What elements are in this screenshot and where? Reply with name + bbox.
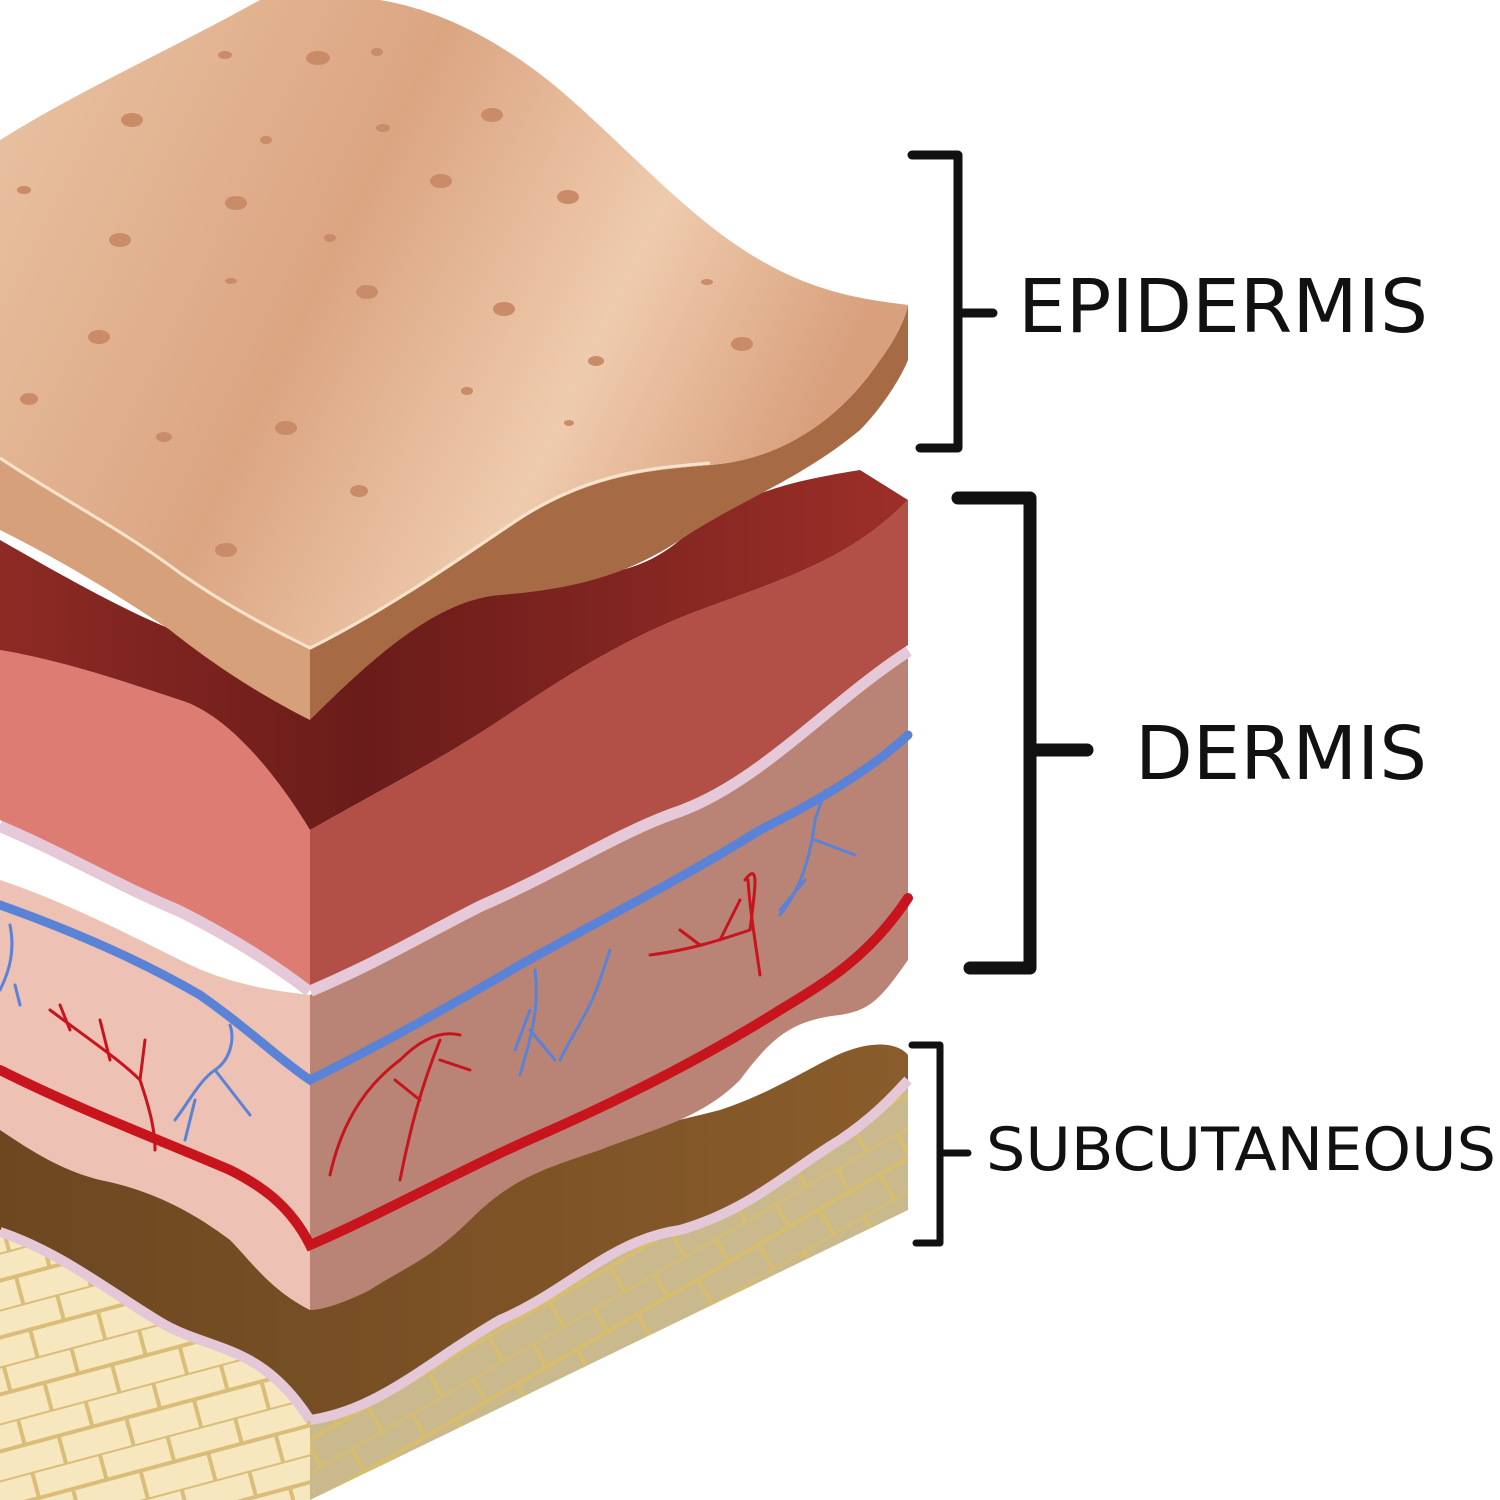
dermis-membrane-front [0,818,315,996]
dermis-top-surface [0,470,908,830]
epidermis-side [310,305,908,720]
dermis-lower-front [0,880,310,1310]
dermis-upper-side [310,500,908,985]
epidermis-front [0,460,310,720]
capillaries-blue [0,788,857,1142]
vein [0,730,913,1086]
epidermis-top-surface [0,0,908,650]
capillaries-red [48,872,762,1182]
epidermis-label: EPIDERMIS [1018,264,1428,350]
dermis-lower-side [310,650,908,1310]
fat-membrane-side [309,1076,912,1425]
pores [17,48,753,557]
dermis-layer [0,470,913,1310]
fat-cells-front [0,1230,310,1500]
epidermis-bracket [907,150,998,453]
dermis-membrane-side [307,644,912,997]
subcutaneous-bracket [908,1041,972,1247]
dermis-upper-front [0,650,310,985]
fat-cells-side [310,1080,908,1500]
dermis-bracket [951,491,1094,975]
subcutaneous-label: SUBCUTANEOUS [986,1115,1496,1185]
dermis-label: DERMIS [1135,711,1427,797]
artery [0,893,913,1252]
epidermis-edge-highlight [0,456,711,650]
epidermis-layer [0,0,908,720]
fat-membrane-front [0,1227,315,1423]
